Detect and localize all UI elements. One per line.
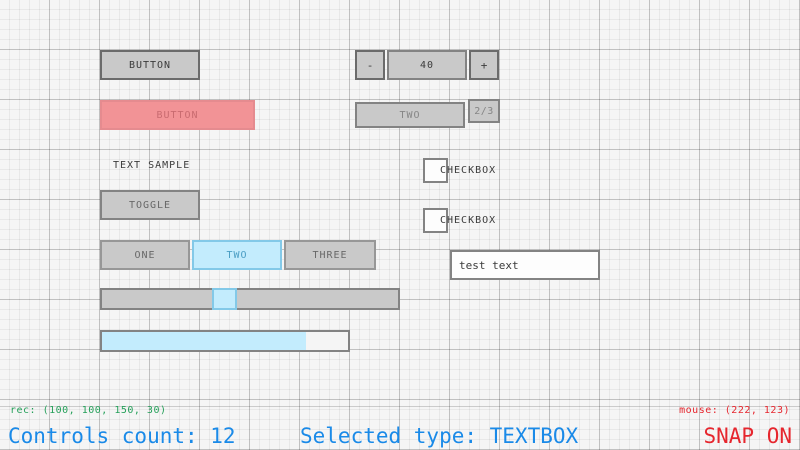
checkbox-one[interactable]: [423, 158, 448, 183]
status-controls-count: Controls count: 12: [8, 424, 236, 448]
status-snap-mode: SNAP ON: [703, 424, 792, 448]
checkbox-two-label: CHECKBOX: [440, 215, 497, 226]
progress-bar[interactable]: [100, 330, 350, 352]
progress-bar-fill: [102, 332, 307, 350]
status-rec-info: rec: (100, 100, 150, 30): [10, 405, 167, 416]
toggle-group-item-two[interactable]: TWO: [192, 240, 282, 270]
status-bar-divider: [0, 406, 800, 407]
spinner-decrement-button[interactable]: -: [355, 50, 385, 80]
toggle-group-item-three[interactable]: THREE: [284, 240, 376, 270]
label-text-sample: TEXT SAMPLE: [113, 159, 191, 171]
button-default[interactable]: BUTTON: [100, 50, 200, 80]
checkbox-two[interactable]: [423, 208, 448, 233]
slider[interactable]: [100, 288, 400, 310]
textbox[interactable]: test text: [450, 250, 600, 280]
button-danger[interactable]: BUTTON: [100, 100, 255, 130]
combobox[interactable]: TWO: [355, 102, 465, 128]
status-selected-type: Selected type: TEXTBOX: [300, 424, 579, 448]
checkbox-one-label: CHECKBOX: [440, 165, 497, 176]
toggle-group-item-one[interactable]: ONE: [100, 240, 190, 270]
toggle-button[interactable]: TOGGLE: [100, 190, 200, 220]
slider-handle[interactable]: [212, 288, 237, 310]
spinner-increment-button[interactable]: +: [469, 50, 499, 80]
status-mouse-info: mouse: (222, 123): [679, 405, 790, 416]
spinner-value[interactable]: 40: [387, 50, 467, 80]
combobox-index-indicator[interactable]: 2/3: [468, 99, 500, 123]
